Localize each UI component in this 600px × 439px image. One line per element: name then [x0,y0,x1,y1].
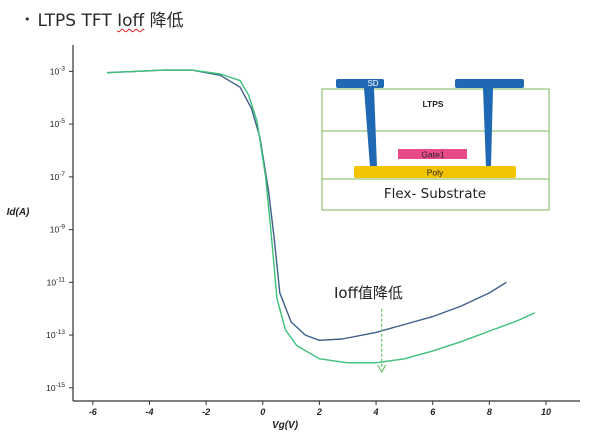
y-axis-title: Id(A) [7,207,30,218]
annotation-layer [377,308,387,374]
gate-layer [398,149,467,159]
series-line-2 [106,69,535,364]
x-tick-label: 2 [316,407,322,417]
substrate-label: Flex- Substrate [384,186,486,202]
y-tick-label: 10-11 [47,276,66,287]
sd-label: SD [367,79,378,88]
gate-label: Gate1 [421,150,444,160]
y-tick-label: 10-13 [46,329,65,340]
annotation-text: Ioff值降低 [334,284,403,302]
sd-contact-left-cap [336,79,384,88]
sd-contact-right-cap [455,79,524,88]
title-suffix: 降低 [144,11,184,31]
poly-layer [354,166,516,178]
poly-label: Poly [427,168,444,178]
y-tick-label: 10-5 [50,118,66,129]
device-inset: SD LTPS Gate1 Poly Flex- Substrate [321,79,550,211]
slide-title: • LTPS TFT Ioff 降低 [24,6,184,31]
x-tick-label: -4 [145,407,153,417]
x-tick-label: 8 [487,407,492,417]
y-tick-label: 10-9 [50,224,66,235]
x-tick-label: -6 [89,407,98,417]
sd-contact-right-via [483,88,493,167]
x-tick-label: 0 [260,407,265,417]
x-tick-label: 6 [430,407,436,417]
sd-contact-left-via [364,88,377,167]
x-tick-label: 10 [541,407,551,417]
annotation-arrow-head [377,364,387,374]
x-axis-title: Vg(V) [272,420,299,431]
ltps-label: LTPS [422,99,443,109]
y-tick-label: 10-7 [50,171,66,182]
y-tick-label: 10-15 [46,382,65,393]
ticks-layer: -6 -4 -2 0 2 4 6 8 10 10-3 10-5 10-7 10-9 10-11 10-13 1… [46,65,551,417]
title-keyword: Ioff [117,11,145,31]
bullet-icon: • [24,13,31,26]
title-prefix: LTPS TFT [37,11,118,31]
x-tick-label: -2 [202,407,210,417]
y-tick-label: 10-3 [50,65,66,76]
series-layer [106,69,535,364]
x-tick-label: 4 [373,407,379,417]
